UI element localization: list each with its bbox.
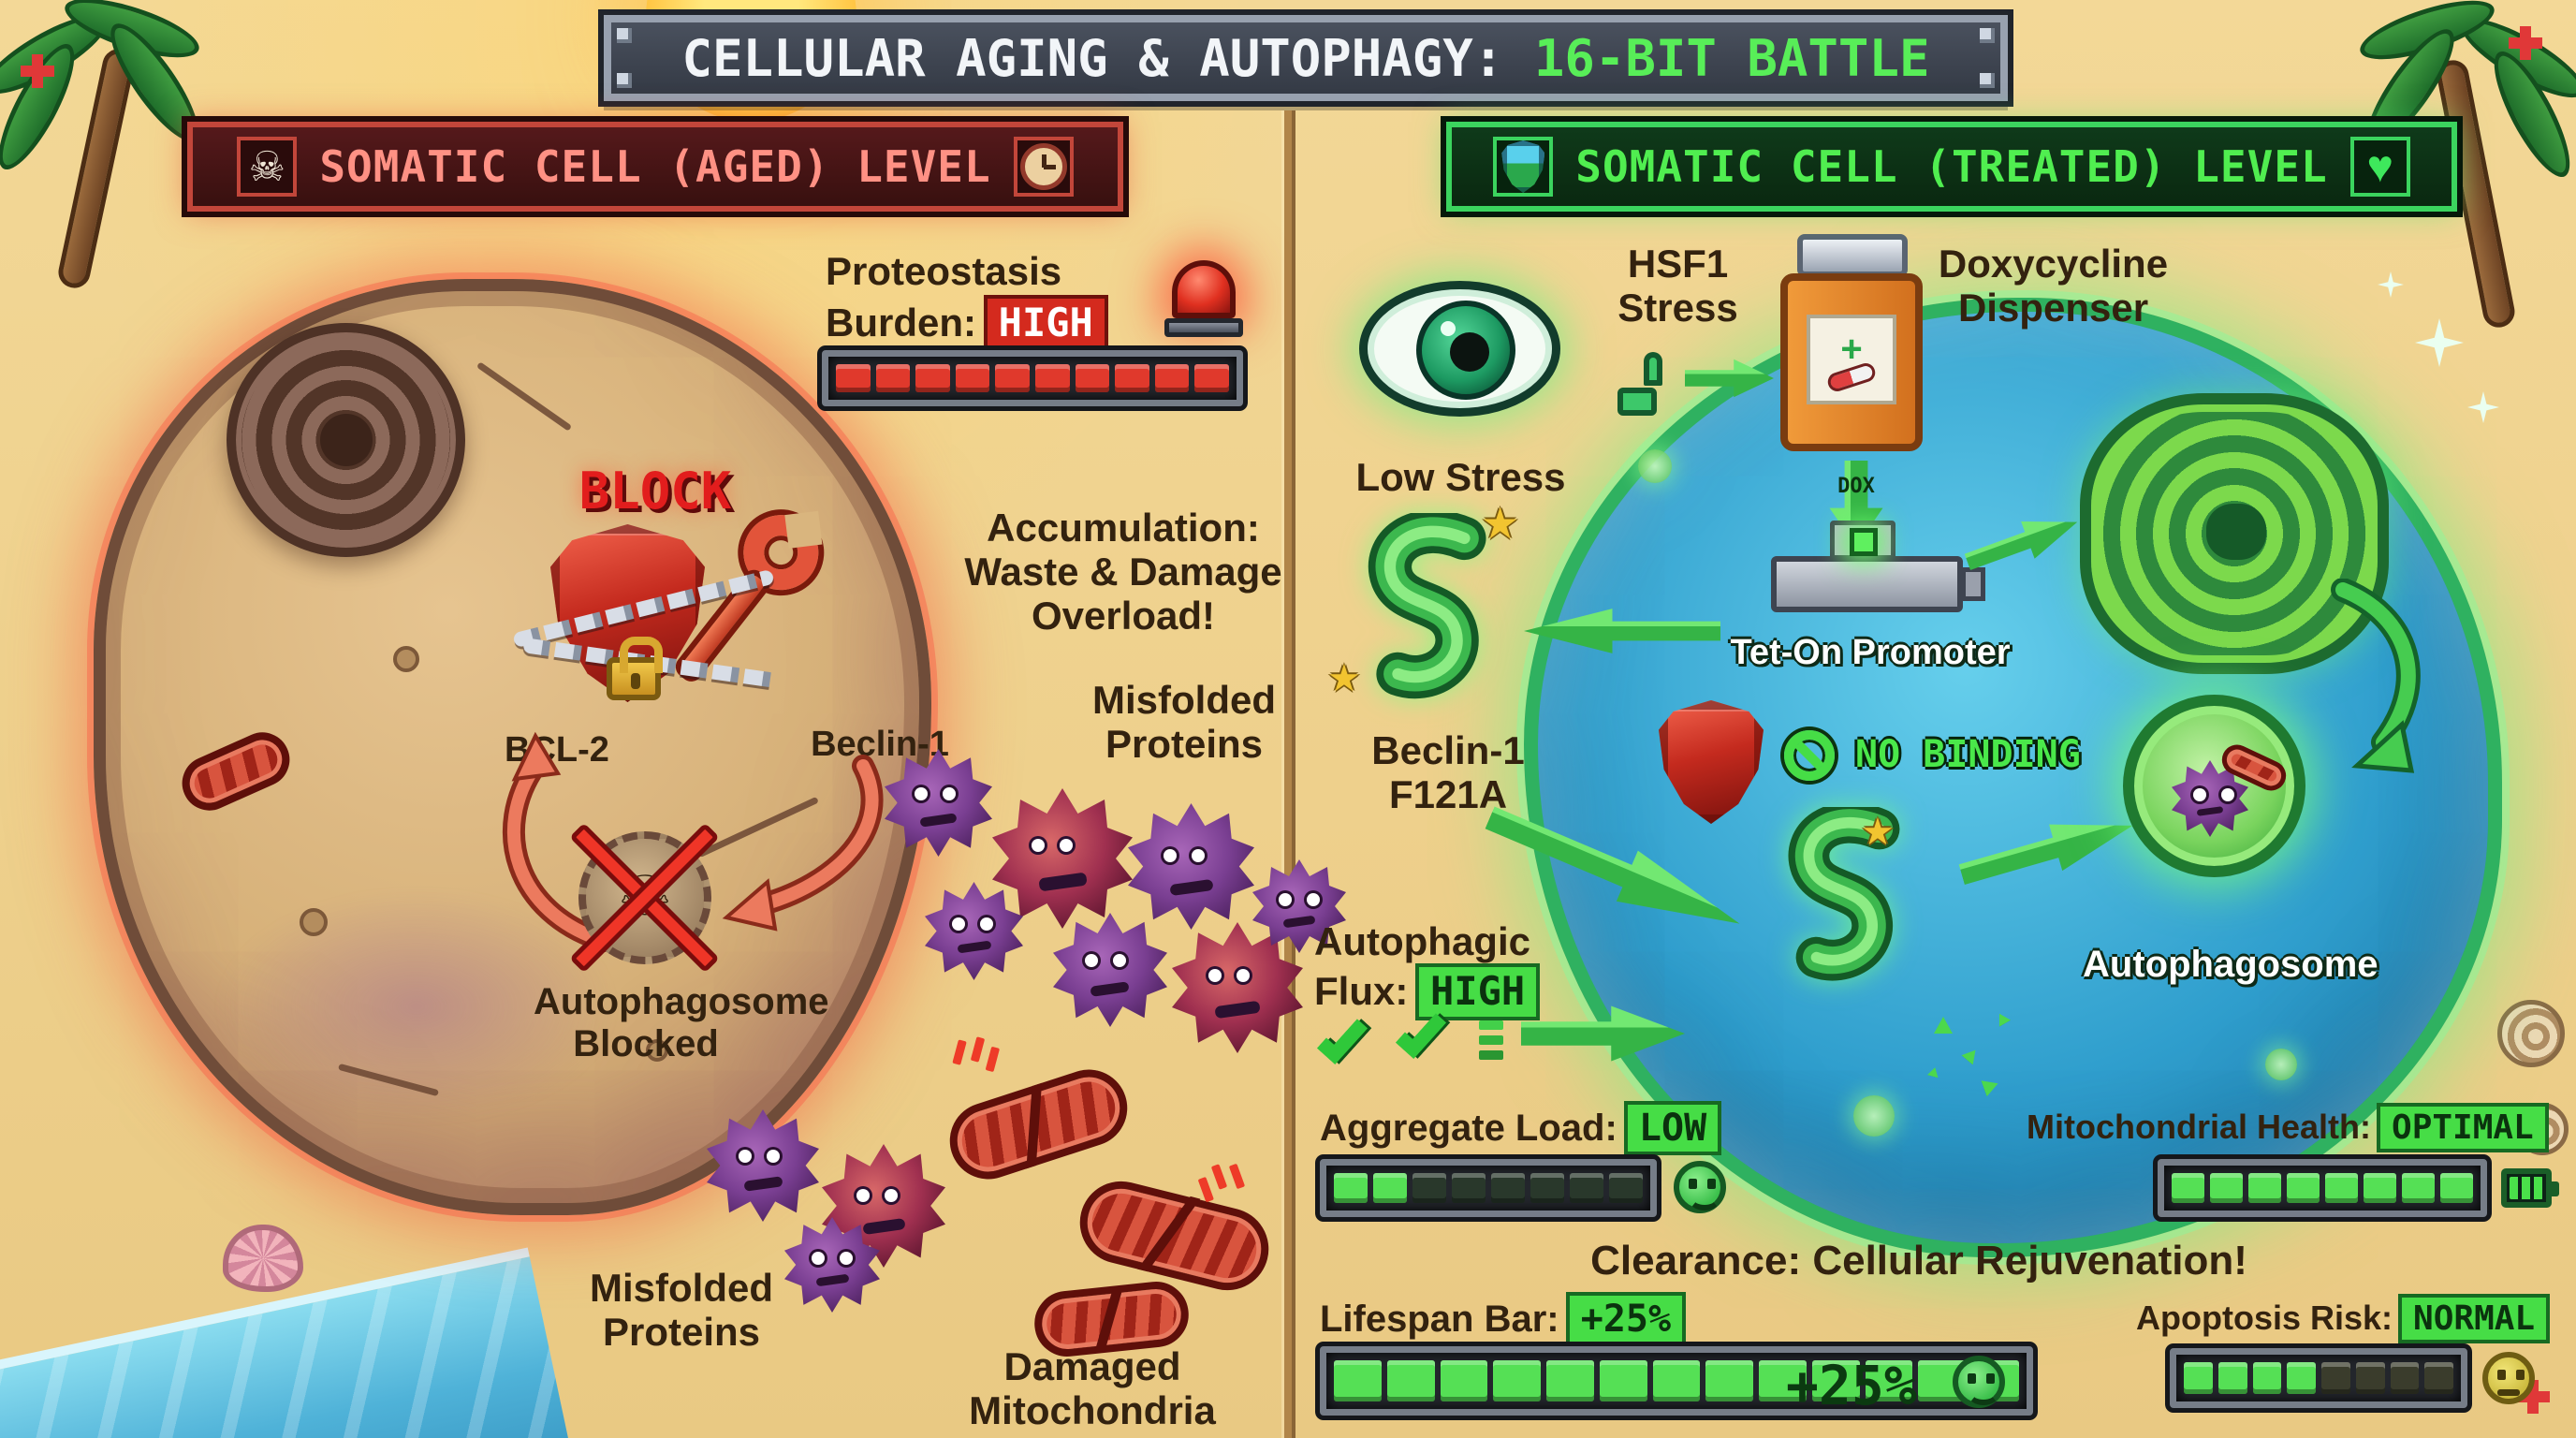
misfolded-protein-icon [1053,913,1167,1027]
damage-spark-icon [970,1036,986,1063]
autophagic-flux-label: Autophagic Flux: HIGH [1314,919,1537,1017]
flux-value-badge: HIGH [1419,967,1537,1017]
happy-face-icon [1953,1356,2005,1408]
mitochondrial-health-value: OPTIMAL [2380,1107,2545,1149]
apoptosis-risk-value: NORMAL [2402,1298,2547,1340]
star-icon: ★ [1481,499,1520,548]
happy-face-icon [1674,1161,1726,1213]
star-icon: ★ [1327,658,1361,699]
starfish-sprite [2527,1391,2539,1402]
medical-cross-icon: + [1840,329,1863,370]
autophagosome-label: Autophagosome [2083,944,2378,985]
damaged-mitochondrion-icon [940,1059,1137,1190]
tet-on-promoter-label: Tet-On Promoter [1730,633,2011,672]
doxycycline-dispenser-label: Doxycycline Dispenser [1938,242,2169,330]
starfish-sprite [32,66,43,77]
aggregate-load-bar [1320,1159,1657,1217]
neutral-face-icon [2482,1352,2535,1404]
hsf1-stress-label: HSF1 Stress [1617,242,1738,330]
treated-header-label: SOMATIC CELL (TREATED) LEVEL [1575,141,2328,192]
accumulation-label: Accumulation: Waste & Damage Overload! [964,506,1282,638]
damaged-mitochondria-label: Damaged Mitochondria [969,1344,1216,1433]
mitochondrial-health-label: Mitochondrial Health: OPTIMAL [2027,1107,2545,1149]
damaged-mitochondrion-icon [1071,1172,1278,1299]
proteostasis-bar [822,350,1243,406]
lifespan-value: +25% [1569,1296,1683,1343]
apoptosis-risk-label: Apoptosis Risk: NORMAL [2136,1298,2547,1340]
no-binding-label: NO BINDING [1855,733,2081,776]
shield-icon [1493,137,1554,197]
treated-nucleus [2080,393,2389,674]
misfolded-protein-icon [992,788,1133,929]
clock-icon [1013,137,1074,197]
aggregate-load-label: Aggregate Load: LOW [1320,1105,1719,1152]
starfish-sprite [2520,37,2531,49]
spiral-shell [2497,1000,2565,1067]
misfolded-proteins-label-bottom: Misfolded Proteins [590,1266,773,1355]
block-label: BLOCK [578,462,732,521]
lifespan-bar-overlay: +25% [1786,1354,1917,1417]
mitochondrial-health-bar [2158,1159,2487,1217]
aggregate-load-value: LOW [1627,1105,1719,1152]
proteostasis-label: Proteostasis Burden: HIGH [826,249,1105,348]
sparkle-icon [2467,391,2499,423]
low-stress-label: Low Stress [1355,455,1566,499]
star-icon: ★ [1861,812,1895,853]
beclin1-f121a-protein-icon [1368,513,1486,699]
aged-header-label: SOMATIC CELL (AGED) LEVEL [319,141,991,192]
misfolded-protein-icon [925,882,1023,980]
beclin1-label: Beclin-1 [811,725,949,764]
page-title-accent: 16-BIT BATTLE [1533,28,1930,88]
lock-icon [607,637,663,700]
scallop-shell [223,1225,303,1292]
treated-level-header: SOMATIC CELL (TREATED) LEVEL ♥ [1446,122,2457,212]
beclin1-f121a-label: Beclin-1 F121A [1371,728,1525,817]
pill-bottle-icon: + [1780,234,1925,454]
lifespan-bar-label: Lifespan Bar: +25% [1320,1296,1683,1343]
apoptosis-risk-bar [2170,1348,2467,1408]
autophagosome-icon [2123,695,2305,877]
check-icon [1316,1011,1368,1065]
misfolded-protein-icon [1172,922,1303,1053]
motion-dashes-icon [1479,1020,1503,1030]
aged-nucleus [227,323,465,557]
panel-divider [1284,110,1292,1438]
lifespan-bar [1320,1346,2033,1416]
battery-icon [2501,1168,2559,1208]
skull-icon: ☠ [237,137,298,197]
blocked-cycle-arrows [503,731,884,952]
eye-icon [1359,281,1560,417]
clearance-label: Clearance: Cellular Rejuvenation! [1590,1238,2247,1284]
beclin1-active-protein-icon [1788,807,1900,981]
misfolded-proteins-label-top: Misfolded Proteins [1092,678,1276,767]
misfolded-protein-icon [1128,803,1254,930]
damage-spark-icon [1210,1164,1228,1190]
thumbs-up-icon [1617,352,1670,416]
no-symbol-icon [1784,730,1835,781]
alarm-light-icon [1172,260,1236,318]
bottle-label: + [1807,315,1896,404]
nucleus-to-autophagosome-arrow [2331,579,2421,773]
title-banner: CELLULAR AGING & AUTOPHAGY: 16-BIT BATTL… [604,15,2008,101]
autophagosome-blocked-label: Autophagosome Blocked [534,981,829,1064]
promoter-lamp-icon [1850,528,1878,556]
page-title: CELLULAR AGING & AUTOPHAGY: 16-BIT BATTL… [681,28,1930,88]
dox-tag: DOX [1837,475,1875,498]
tet-on-promoter-icon [1771,556,1963,612]
heart-icon: ♥ [2349,137,2410,197]
aged-level-header: ☠ SOMATIC CELL (AGED) LEVEL [187,122,1123,212]
proteostasis-value-badge: HIGH [987,299,1105,348]
